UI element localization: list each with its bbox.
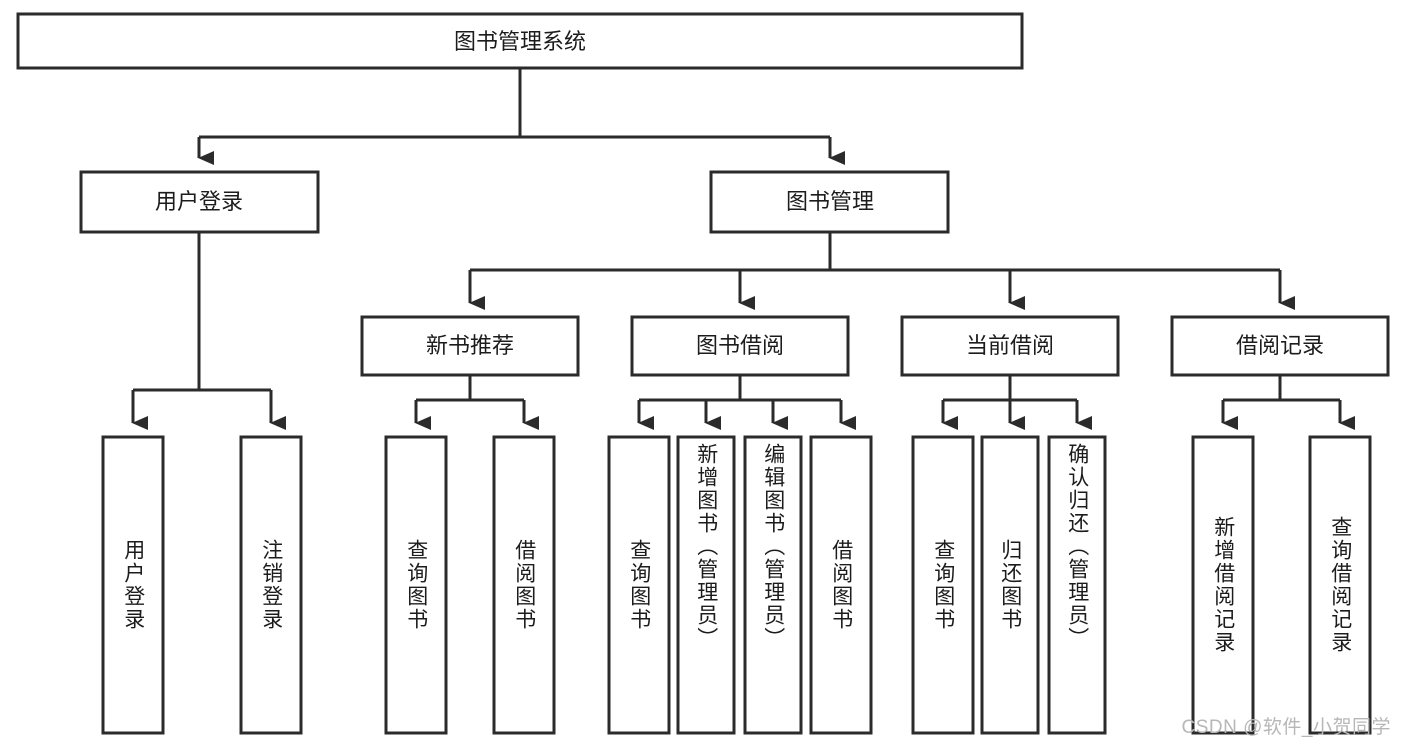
leaf-node-borrowrecord-add[interactable] (1191, 435, 1255, 735)
node-book-borrow[interactable]: 图书借阅 (630, 315, 850, 377)
connector-group-bookborrow-to-leaves (637, 375, 856, 430)
leaf-node-bookborrow-add[interactable] (676, 435, 736, 735)
leaf-node-newbook-query[interactable] (384, 435, 448, 735)
node-current-borrow-label: 当前借阅 (966, 333, 1054, 358)
leaf-node-newbook-borrow[interactable] (492, 435, 556, 735)
connector-group-root-to-level2 (197, 68, 845, 165)
node-new-book-recommend-label: 新书推荐 (426, 333, 514, 358)
node-book-borrow-label: 图书借阅 (696, 333, 784, 358)
leaf-node-user-login-logout[interactable] (239, 435, 303, 735)
node-borrow-record[interactable]: 借阅记录 (1170, 315, 1390, 377)
connector-group-newbook-to-leaves (414, 375, 539, 430)
connector-group-currentborrow-to-leaves (941, 375, 1092, 430)
leaf-node-currentborrow-return[interactable] (980, 435, 1040, 735)
node-borrow-record-label: 借阅记录 (1236, 333, 1324, 358)
node-new-book-recommend[interactable]: 新书推荐 (360, 315, 580, 377)
leaf-node-bookborrow-borrow[interactable] (809, 435, 873, 735)
csdn-watermark: CSDN @软件_小贺同学 (1181, 717, 1391, 738)
node-book-management[interactable]: 图书管理 (709, 170, 950, 234)
node-user-login[interactable]: 用户登录 (79, 170, 320, 234)
node-root-label: 图书管理系统 (454, 29, 586, 54)
connector-group-bookmgmt-to-level3 (468, 232, 1295, 310)
leaf-node-currentborrow-query[interactable] (911, 435, 975, 735)
leaf-node-borrowrecord-query[interactable] (1308, 435, 1372, 735)
leaf-node-bookborrow-query[interactable] (607, 435, 671, 735)
connector-group-userlogin-to-leaves (131, 232, 286, 430)
connector-group-borrowrecord-to-leaves (1221, 375, 1355, 430)
node-user-login-label: 用户登录 (155, 189, 243, 214)
node-root-system[interactable]: 图书管理系统 (16, 12, 1024, 70)
node-current-borrow[interactable]: 当前借阅 (900, 315, 1120, 377)
leaf-node-currentborrow-confirm[interactable] (1047, 435, 1107, 735)
leaf-node-bookborrow-edit[interactable] (743, 435, 803, 735)
node-book-management-label: 图书管理 (786, 189, 874, 214)
leaf-node-user-login-login[interactable] (101, 435, 165, 735)
